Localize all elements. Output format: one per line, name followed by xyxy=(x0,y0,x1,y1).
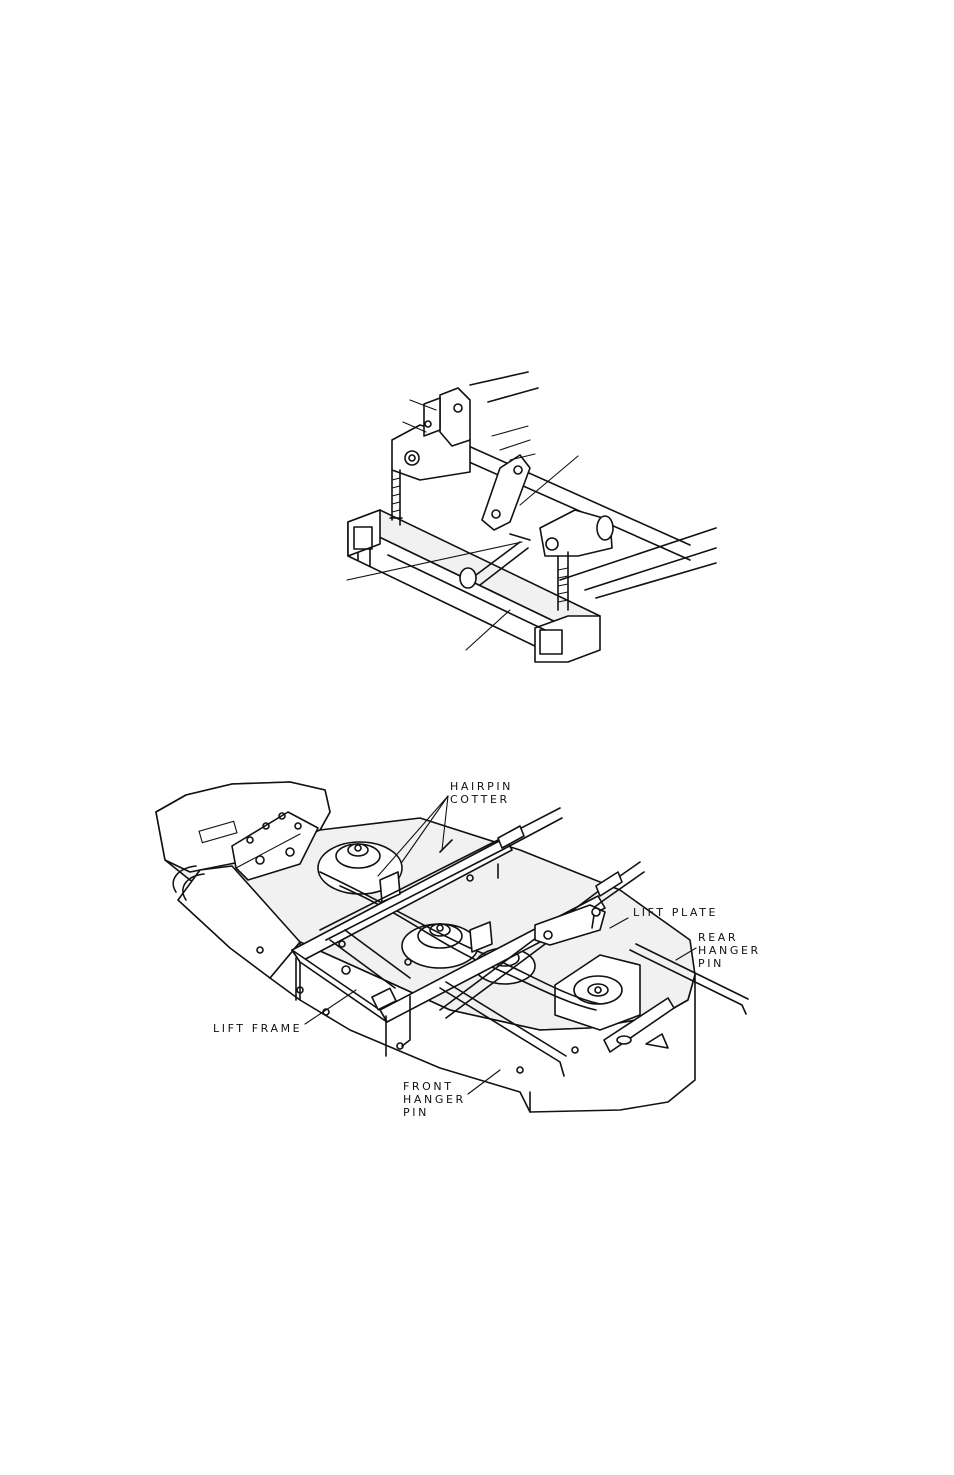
center-spindle-pulley xyxy=(401,923,479,969)
mower-deck-figure: HAIRPIN COTTER LIFT PLATE REAR HANGER PI… xyxy=(155,780,767,1119)
rear-hanger-pin-part xyxy=(603,943,749,1053)
frame-side-rails xyxy=(469,371,717,599)
center-link-plate xyxy=(481,454,531,531)
leader-lines xyxy=(346,399,579,651)
deck-lift-rods xyxy=(319,807,645,1019)
drive-belt xyxy=(319,871,601,1005)
deck-bolts xyxy=(256,874,579,1074)
front-hanger-pin-label: FRONT HANGER PIN xyxy=(403,1080,472,1119)
front-cross-tube xyxy=(347,509,601,663)
rear-hanger-pin-label: REAR HANGER PIN xyxy=(698,931,767,970)
lift-frame-label: LIFT FRAME xyxy=(213,1022,302,1035)
right-lift-bracket xyxy=(539,509,614,611)
right-spindle-housing xyxy=(554,954,641,1031)
lift-frame-detail-figure xyxy=(346,371,717,663)
idler-bracket xyxy=(231,811,319,881)
deck-skirt xyxy=(269,941,696,1113)
link-rod xyxy=(459,533,531,589)
deck-leader-lines xyxy=(304,795,697,1095)
front-hanger-pin-part xyxy=(439,981,567,1077)
lift-plate-part xyxy=(534,904,606,946)
lift-plate-label: LIFT PLATE xyxy=(633,906,718,919)
hairpin-cotter-label: HAIRPIN COTTER xyxy=(450,780,519,806)
